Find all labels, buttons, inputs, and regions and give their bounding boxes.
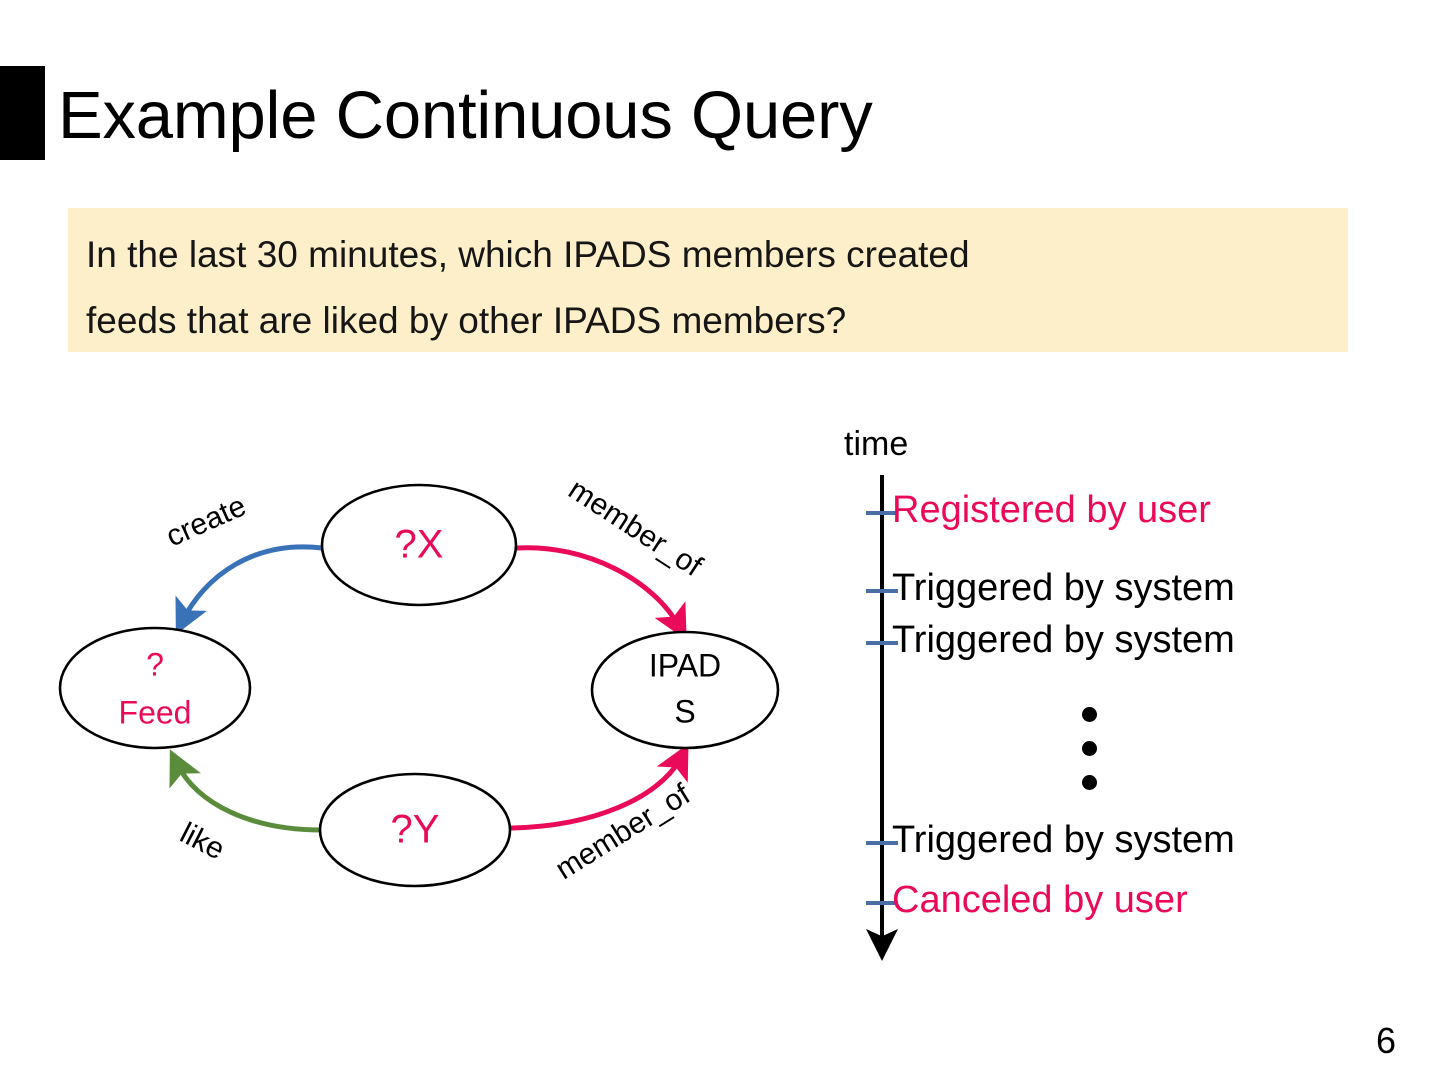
- svg-text:S: S: [674, 693, 695, 729]
- edge-label-member-of-y: member_of: [550, 777, 697, 886]
- edge-create: [175, 544, 325, 635]
- svg-text:?Y: ?Y: [391, 808, 440, 852]
- vertical-ellipsis-icon: [1082, 707, 1098, 790]
- edge-label-create: create: [161, 489, 251, 553]
- svg-text:?: ?: [146, 646, 164, 682]
- question-callout: In the last 30 minutes, which IPADS memb…: [68, 208, 1348, 352]
- svg-text:Feed: Feed: [119, 694, 192, 730]
- graph-node-feed[interactable]: ? Feed: [58, 626, 252, 750]
- query-graph-pattern: create member_of like member_of ?X ? Fee…: [30, 440, 830, 930]
- svg-text:member_of: member_of: [550, 777, 697, 886]
- svg-text:member_of: member_of: [563, 473, 709, 584]
- question-line-1: In the last 30 minutes, which IPADS memb…: [86, 234, 970, 275]
- edge-label-like: like: [175, 817, 230, 867]
- timeline-event-triggered-2: Triggered by system: [892, 619, 1235, 661]
- timeline-event-registered: Registered by user: [892, 489, 1211, 531]
- svg-text:IPAD: IPAD: [649, 647, 721, 683]
- graph-node-x[interactable]: ?X: [320, 483, 518, 607]
- graph-node-y[interactable]: ?Y: [318, 772, 512, 888]
- edge-member-of-x: [514, 545, 687, 641]
- graph-node-ipads[interactable]: IPAD S: [590, 630, 780, 750]
- edge-like: [169, 749, 325, 833]
- title-bullet-marker: [0, 66, 45, 160]
- svg-text:?X: ?X: [395, 523, 444, 567]
- timeline-event-triggered-3: Triggered by system: [892, 819, 1235, 861]
- page-number: 6: [1375, 1020, 1396, 1061]
- edge-label-member-of-x: member_of: [563, 473, 709, 584]
- timeline-axis-label: time: [844, 425, 909, 463]
- timeline-event-triggered-1: Triggered by system: [892, 567, 1235, 609]
- timeline-event-canceled: Canceled by user: [892, 879, 1188, 921]
- svg-text:create: create: [161, 489, 251, 553]
- question-line-2: feeds that are liked by other IPADS memb…: [86, 300, 847, 341]
- execution-timeline: time Registered by user Triggered by sys…: [830, 425, 1430, 985]
- edge-member-of-y: [509, 743, 689, 831]
- page-title: Example Continuous Query: [58, 78, 873, 153]
- svg-text:like: like: [175, 817, 230, 867]
